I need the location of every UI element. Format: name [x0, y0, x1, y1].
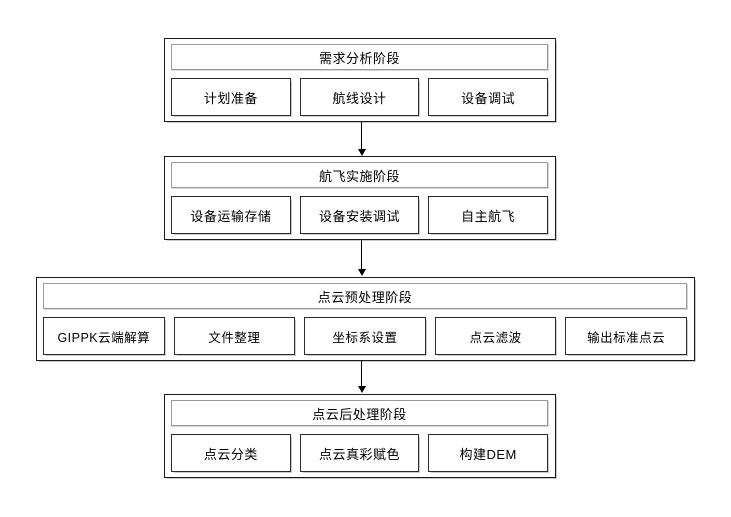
- step-box-pointcloud-true-color[interactable]: 点云真彩赋色: [299, 434, 420, 472]
- step-box-equipment-debugging[interactable]: 设备调试: [428, 78, 549, 116]
- step-row-1: 计划准备 航线设计 设备调试: [171, 78, 549, 116]
- connector-arrowhead-1-2: [358, 149, 366, 156]
- step-box-gippk-cloud-solution[interactable]: GIPPK云端解算: [43, 317, 165, 355]
- stage-box-pointcloud-preprocessing[interactable]: 点云预处理阶段 GIPPK云端解算 文件整理 坐标系设置 点云滤波 输出标准点云: [36, 277, 695, 361]
- stage-box-flight-execution[interactable]: 航飞实施阶段 设备运输存储 设备安装调试 自主航飞: [164, 156, 556, 240]
- step-box-pointcloud-classification[interactable]: 点云分类: [171, 434, 291, 472]
- connector-arrowhead-2-3: [358, 269, 366, 276]
- stage-header-1: 需求分析阶段: [171, 44, 548, 70]
- step-box-output-standard-pointcloud[interactable]: 输出标准点云: [565, 317, 687, 355]
- step-box-pointcloud-filtering[interactable]: 点云滤波: [434, 317, 557, 355]
- step-box-coordinate-system-setup[interactable]: 坐标系设置: [304, 317, 426, 355]
- stage-inner-3: 点云预处理阶段 GIPPK云端解算 文件整理 坐标系设置 点云滤波 输出标准点云: [43, 283, 687, 355]
- stage-header-2: 航飞实施阶段: [171, 162, 548, 188]
- connector-line-3-4: [361, 361, 362, 387]
- step-box-plan-preparation[interactable]: 计划准备: [171, 78, 291, 116]
- connector-arrowhead-3-4: [358, 386, 366, 393]
- step-box-build-dem[interactable]: 构建DEM: [428, 434, 549, 472]
- stage-header-4: 点云后处理阶段: [171, 400, 548, 426]
- step-box-autonomous-flight[interactable]: 自主航飞: [428, 196, 549, 234]
- step-box-route-design[interactable]: 航线设计: [299, 78, 420, 116]
- step-box-equipment-install-debug[interactable]: 设备安装调试: [299, 196, 420, 234]
- stage-inner-1: 需求分析阶段 计划准备 航线设计 设备调试: [171, 44, 549, 116]
- step-row-3: GIPPK云端解算 文件整理 坐标系设置 点云滤波 输出标准点云: [43, 317, 687, 355]
- stage-inner-2: 航飞实施阶段 设备运输存储 设备安装调试 自主航飞: [171, 162, 549, 234]
- connector-line-2-3: [361, 240, 362, 270]
- step-row-4: 点云分类 点云真彩赋色 构建DEM: [171, 434, 549, 472]
- step-row-2: 设备运输存储 设备安装调试 自主航飞: [171, 196, 549, 234]
- stage-box-pointcloud-postprocessing[interactable]: 点云后处理阶段 点云分类 点云真彩赋色 构建DEM: [164, 394, 556, 478]
- stage-inner-4: 点云后处理阶段 点云分类 点云真彩赋色 构建DEM: [171, 400, 549, 472]
- connector-line-1-2: [361, 122, 362, 150]
- step-box-equipment-transport-storage[interactable]: 设备运输存储: [171, 196, 291, 234]
- stage-box-requirement-analysis[interactable]: 需求分析阶段 计划准备 航线设计 设备调试: [164, 38, 556, 122]
- stage-header-3: 点云预处理阶段: [43, 283, 687, 309]
- step-box-file-organization[interactable]: 文件整理: [173, 317, 296, 355]
